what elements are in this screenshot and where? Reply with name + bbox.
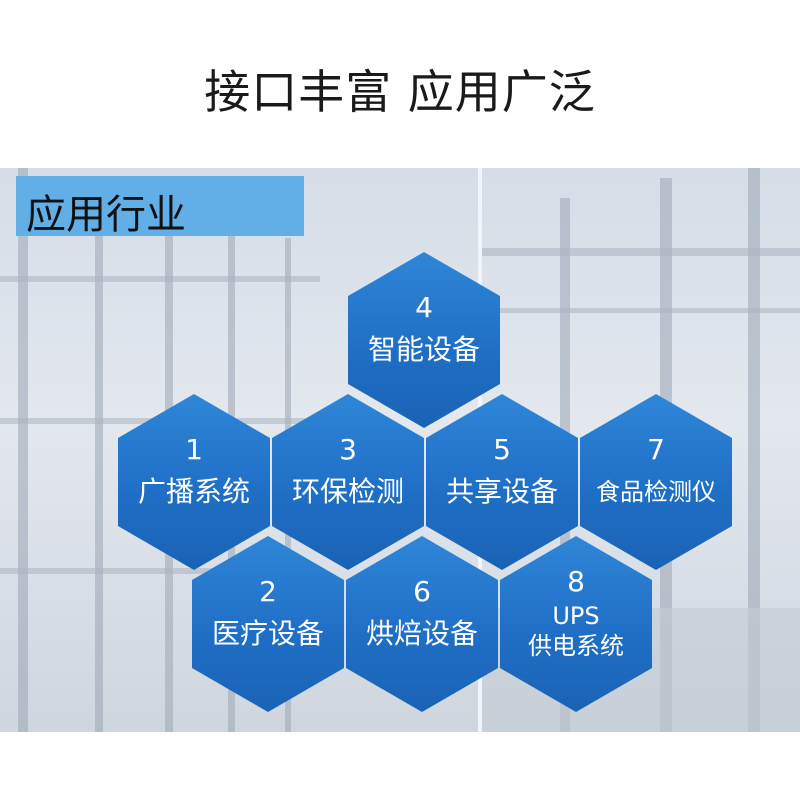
- hex-label: 广播系统: [137, 475, 250, 508]
- hex-label-line2: 供电系统: [528, 632, 624, 660]
- headline: 接口丰富 应用广泛: [204, 65, 596, 119]
- hex-number: 6: [413, 575, 431, 608]
- shelf-beam: [0, 568, 320, 574]
- industry-banner-label: 应用行业: [26, 192, 186, 238]
- hex-number: 2: [259, 575, 277, 608]
- hex-label: 食品检测仪: [596, 478, 716, 506]
- hex-number: 5: [493, 433, 511, 466]
- ceiling-beam: [482, 248, 800, 256]
- hex-number: 8: [567, 565, 585, 598]
- hex-label: 智能设备: [367, 333, 480, 366]
- hex-label: 医疗设备: [211, 617, 324, 650]
- ceiling-beam: [482, 308, 800, 313]
- hex-label: 共享设备: [445, 475, 558, 508]
- hex-number: 1: [185, 433, 203, 466]
- hex-number: 4: [415, 291, 433, 324]
- shelf-beam: [0, 276, 320, 282]
- hex-label: UPS: [552, 602, 600, 630]
- shelf-post: [18, 168, 28, 732]
- shelf-post: [95, 188, 103, 732]
- industry-banner: 应用行业: [16, 176, 304, 238]
- hex-item-4: 4 智能设备: [348, 252, 500, 428]
- hex-number: 7: [647, 433, 665, 466]
- hex-number: 3: [339, 433, 357, 466]
- hex-label: 烘焙设备: [365, 617, 478, 650]
- hex-label: 环保检测: [291, 475, 404, 508]
